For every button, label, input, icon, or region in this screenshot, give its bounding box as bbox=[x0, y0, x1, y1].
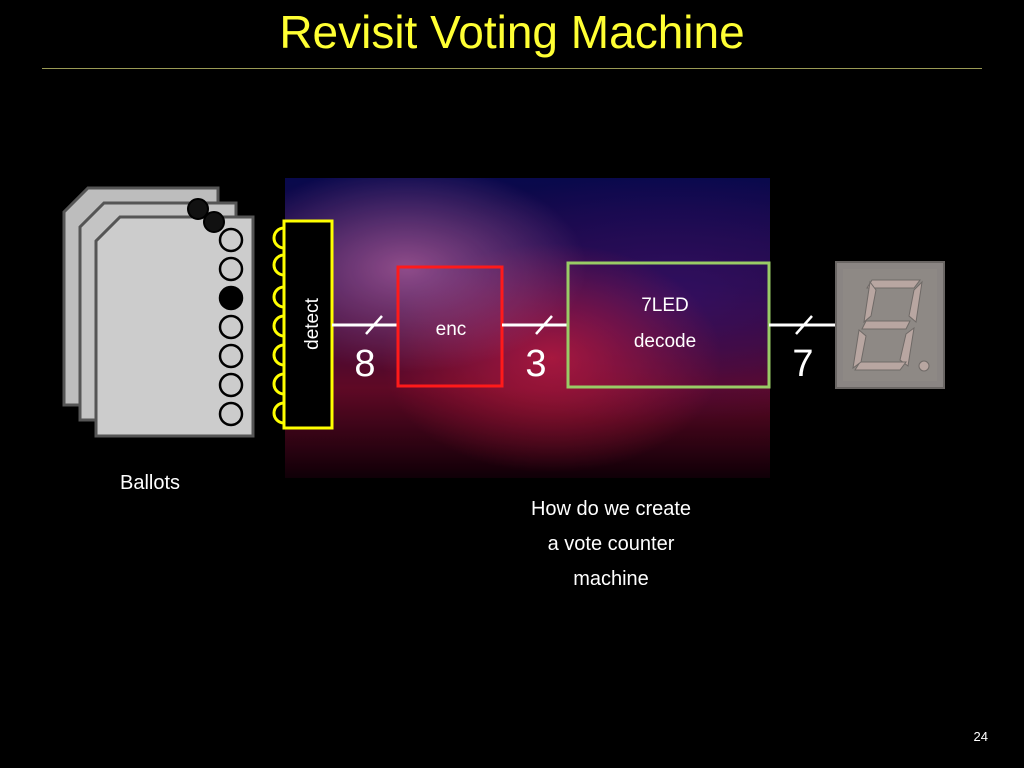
ballot-bubble-filled bbox=[218, 285, 244, 311]
sensor-arc bbox=[272, 372, 285, 396]
sensor-arc bbox=[272, 285, 285, 309]
decode-block bbox=[566, 261, 771, 389]
bus-width-enc-decode: 3 bbox=[525, 343, 546, 385]
segment-dp bbox=[918, 360, 930, 372]
sensor-arc bbox=[272, 314, 285, 338]
ballot-bubble bbox=[218, 256, 244, 282]
sensor-arc bbox=[272, 343, 285, 367]
ballot-bubble bbox=[218, 401, 244, 427]
page-number: 24 bbox=[973, 729, 988, 744]
detect-label: detect bbox=[302, 297, 323, 349]
question-text: How do we create a vote counter machine bbox=[500, 492, 722, 597]
slide-title: Revisit Voting Machine bbox=[279, 6, 745, 58]
title-underline bbox=[42, 68, 982, 69]
question-line-1: How do we create bbox=[530, 498, 692, 520]
bus-width-decode-display: 7 bbox=[792, 343, 813, 385]
sensor-arcs bbox=[272, 226, 285, 425]
segment-d bbox=[854, 361, 907, 371]
ballot-bubble bbox=[218, 314, 244, 340]
segment-a bbox=[866, 279, 921, 289]
ballot-bubble bbox=[218, 343, 244, 369]
ballot-back-circle bbox=[187, 198, 209, 220]
ballot-middle-circle bbox=[203, 211, 225, 233]
seven-segment-display bbox=[835, 261, 945, 389]
ballot-front bbox=[94, 215, 255, 438]
segment-c bbox=[899, 326, 915, 367]
background-voting-machine-photo bbox=[285, 178, 770, 478]
segment-f bbox=[863, 280, 877, 324]
bus-slash-enc-decode bbox=[535, 315, 553, 335]
ballot-bubble bbox=[218, 372, 244, 398]
question-line-2: a vote counter bbox=[547, 533, 675, 555]
ballot-stack bbox=[62, 186, 255, 438]
detect-block bbox=[282, 219, 334, 430]
sensor-arc bbox=[272, 401, 285, 425]
enc-label: enc bbox=[436, 319, 467, 340]
segment-g bbox=[861, 320, 911, 330]
bus-slash-decode-display bbox=[795, 315, 813, 335]
decode-label-line1: 7LED bbox=[641, 295, 689, 316]
bus-width-detect-enc: 8 bbox=[354, 343, 375, 385]
ballots-label: Ballots bbox=[120, 472, 181, 494]
decode-label-line2: decode bbox=[634, 331, 696, 352]
sensor-arc bbox=[272, 226, 285, 250]
segment-e bbox=[852, 329, 867, 370]
sensor-arc bbox=[272, 253, 285, 277]
ballot-bubble bbox=[218, 227, 244, 253]
bus-slash-detect-enc bbox=[365, 315, 383, 335]
question-line-3: machine bbox=[573, 568, 649, 590]
segment-b bbox=[908, 280, 923, 323]
